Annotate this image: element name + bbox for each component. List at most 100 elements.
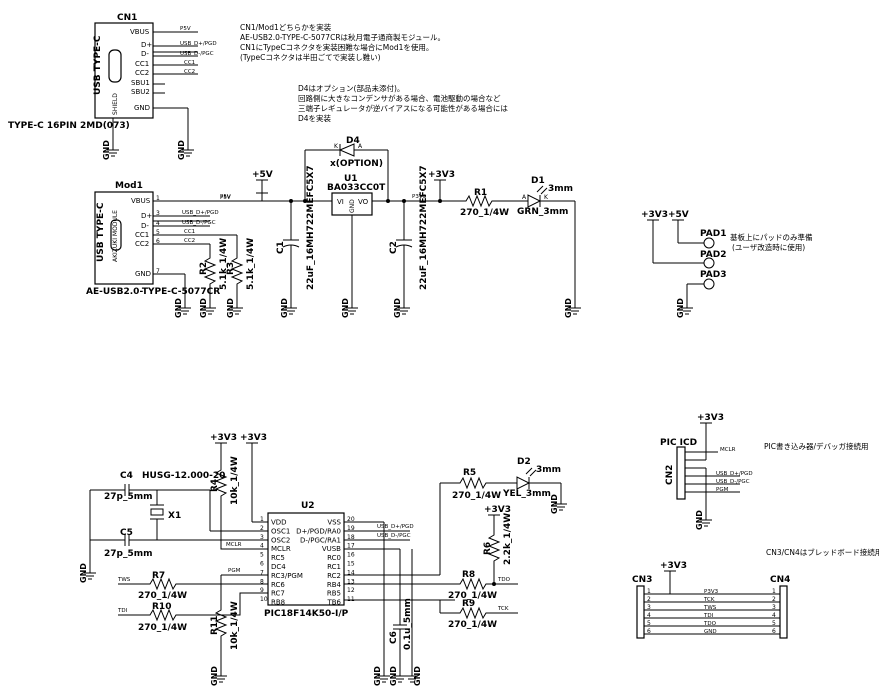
u2-right-pin: D-/PGC/RA1 xyxy=(300,536,341,544)
u2-gnd-label: GND xyxy=(373,666,382,686)
cn1-net-p5v: P5V xyxy=(180,26,191,32)
cn1-footprint: TYPE-C 16PIN 2MD(073) xyxy=(8,121,130,131)
u1-vo: VO xyxy=(358,198,369,206)
mod1-pinnum-3: 3 xyxy=(156,210,160,217)
u2-left-pin: OSC2 xyxy=(271,536,290,544)
cn1-gnd2-label: GND xyxy=(177,140,186,160)
u2-left-pin: RC5 xyxy=(271,554,285,562)
pwr-3v3-vdd-label: +3V3 xyxy=(240,433,267,443)
cn2-net-mclr: MCLR xyxy=(720,447,736,453)
cn4-pin-number: 6 xyxy=(772,628,776,635)
cn3-net-label: P3V3 xyxy=(704,589,719,595)
u2-left-pin: DC4 xyxy=(271,563,286,571)
u2-left-pin: VDD xyxy=(271,519,287,527)
mod1-pinnum-7: 7 xyxy=(156,268,160,275)
c5-ref: C5 xyxy=(120,528,133,538)
r11-gnd-label: GND xyxy=(210,666,219,686)
u2-right-pinnum: 15 xyxy=(347,561,355,568)
cn1-net-cc1: CC1 xyxy=(184,60,195,66)
c6-ref: C6 xyxy=(389,631,399,644)
u2-right-pin: TB6 xyxy=(326,599,341,607)
u1-gnd: GND xyxy=(349,199,356,213)
cn4-pin-number: 2 xyxy=(772,596,776,603)
c5-gnd-label: GND xyxy=(79,563,88,583)
u1-regulator: U1 BA033CC0T VI VO GND GND P3V3 P5V xyxy=(220,174,460,318)
d1-a: A xyxy=(522,194,527,201)
u2-right-pinnum: 12 xyxy=(347,587,355,594)
r4-ref: R4 xyxy=(210,479,220,492)
r7-resistor: TWS R7 270_1/4W xyxy=(117,571,268,601)
cn3-ref: CN3 xyxy=(632,575,652,585)
cn1-net-dm: USB_D-/PGC xyxy=(180,51,214,57)
c1-capacitor: C1 22uF_16MH722MEFC5X7 GND xyxy=(276,165,316,318)
cn2-net-dm: USB_D-/PGC xyxy=(716,479,750,485)
u1-gnd-label: GND xyxy=(341,298,350,318)
pad-3v3-label: +3V3 xyxy=(641,210,668,220)
u2-right-pinnum: 14 xyxy=(347,569,355,576)
d2-gnd-label: GND xyxy=(550,494,559,514)
cn3-pin-number: 6 xyxy=(647,628,651,635)
cn4-ref: CN4 xyxy=(770,575,790,585)
u2-left-pinnum: 4 xyxy=(260,543,264,550)
mod1-body: USB TYPE-C xyxy=(96,202,106,262)
note-line-3: CN1にTypeCコネクタを実装困難な場合にMod1を使用。 xyxy=(240,42,433,52)
r6-resistor: +3V3 R6 2.2k_1/4W xyxy=(483,505,513,586)
r9-value: 270_1/4W xyxy=(448,620,497,630)
note-breadboard: CN3/CN4はブレッドボード接続用 xyxy=(766,547,879,557)
note-line-4: (TypeCコネクタは半田ごてで実装し難い) xyxy=(240,52,381,62)
u2-left-pinnum: 10 xyxy=(260,596,268,603)
r9-resistor: R9 270_1/4W TCK xyxy=(448,599,518,630)
c1-gnd-label: GND xyxy=(280,298,289,318)
cn1-net-dp: USB_D+/PGD xyxy=(180,41,217,47)
mod1-gnd-label: GND xyxy=(174,298,183,318)
r4-value: 10k_1/4W xyxy=(230,456,240,505)
cn3-net-label: TDI xyxy=(703,613,714,619)
cn1-net-cc2: CC2 xyxy=(184,69,195,75)
mod1-pin-gnd: GND xyxy=(135,270,151,278)
pad-5v-label: +5V xyxy=(668,210,689,220)
cn1-connector: CN1 USB TYPE-C SHIELD TYPE-C 16PIN 2MD(0… xyxy=(8,13,217,160)
pad2-label: PAD2 xyxy=(700,250,726,260)
note-icd: PIC書き込み器/デバッガ接続用 xyxy=(764,441,869,451)
u2-right-pinnum: 17 xyxy=(347,543,355,550)
r2-gnd-label: GND xyxy=(199,298,208,318)
mod1-pinnum-4: 4 xyxy=(156,220,160,227)
cn2-icd-connector: +3V3 PIC ICD PIC書き込み器/デバッガ接続用 CN2 GND MC… xyxy=(660,413,869,530)
r11-ref: R11 xyxy=(210,616,220,635)
d2-ref: D2 xyxy=(517,457,531,467)
mod1-pin-dp: D+ xyxy=(141,212,152,220)
u2-left-pinnum: 9 xyxy=(260,587,264,594)
r3-ref: R3 xyxy=(226,262,236,275)
c5-capacitor: C5 27p_5mm GND xyxy=(79,490,268,583)
pwr-3v3-label: +3V3 xyxy=(428,170,455,180)
cn1-gnd-label: GND xyxy=(102,140,111,160)
note-d4-1: D4はオプション(部品未添付)。 xyxy=(298,83,404,93)
pad-gnd-label: GND xyxy=(676,298,685,318)
d1-ref: D1 xyxy=(531,176,545,186)
mod1-pinnum-1: 1 xyxy=(156,195,160,202)
net-tws-u2: TWS xyxy=(117,577,131,583)
d1-value: GRN_3mm xyxy=(517,207,568,217)
u2-left-pinnum: 6 xyxy=(260,561,264,568)
r3-gnd-label: GND xyxy=(226,298,235,318)
r10-ref: R10 xyxy=(152,602,171,612)
r11-resistor: PGM R11 10k_1/4W GND xyxy=(210,568,268,686)
net-pgm-u2: PGM xyxy=(228,568,241,574)
u2-left-pin: RC3/PGM xyxy=(271,572,303,580)
r6-ref: R6 xyxy=(483,542,493,555)
mod1-sub: AKIZUKI MODULE xyxy=(112,210,119,262)
mod1-net-dp: USB_D+/PGD xyxy=(182,210,219,216)
cn3-net-label: TWS xyxy=(703,605,717,611)
note-line-1: CN1/Mod1どちらかを実装 xyxy=(240,22,332,32)
r2-value: 5.1k_1/4W xyxy=(219,238,229,290)
d1-gnd-label: GND xyxy=(564,298,573,318)
net-tck-u2: TCK xyxy=(497,606,509,612)
cn1-pin-sbu1: SBU1 xyxy=(131,79,150,87)
u2-left-pin: RC7 xyxy=(271,590,285,598)
cn1-pin-cc1: CC1 xyxy=(135,60,149,68)
u1-vi: VI xyxy=(337,198,344,206)
note-d4-3: 三端子レギュレータが逆バイアスになる可能性がある場合には xyxy=(298,103,508,113)
r5-resistor: R5 270_1/4W xyxy=(452,468,510,501)
d2-size: 3mm xyxy=(536,465,561,475)
